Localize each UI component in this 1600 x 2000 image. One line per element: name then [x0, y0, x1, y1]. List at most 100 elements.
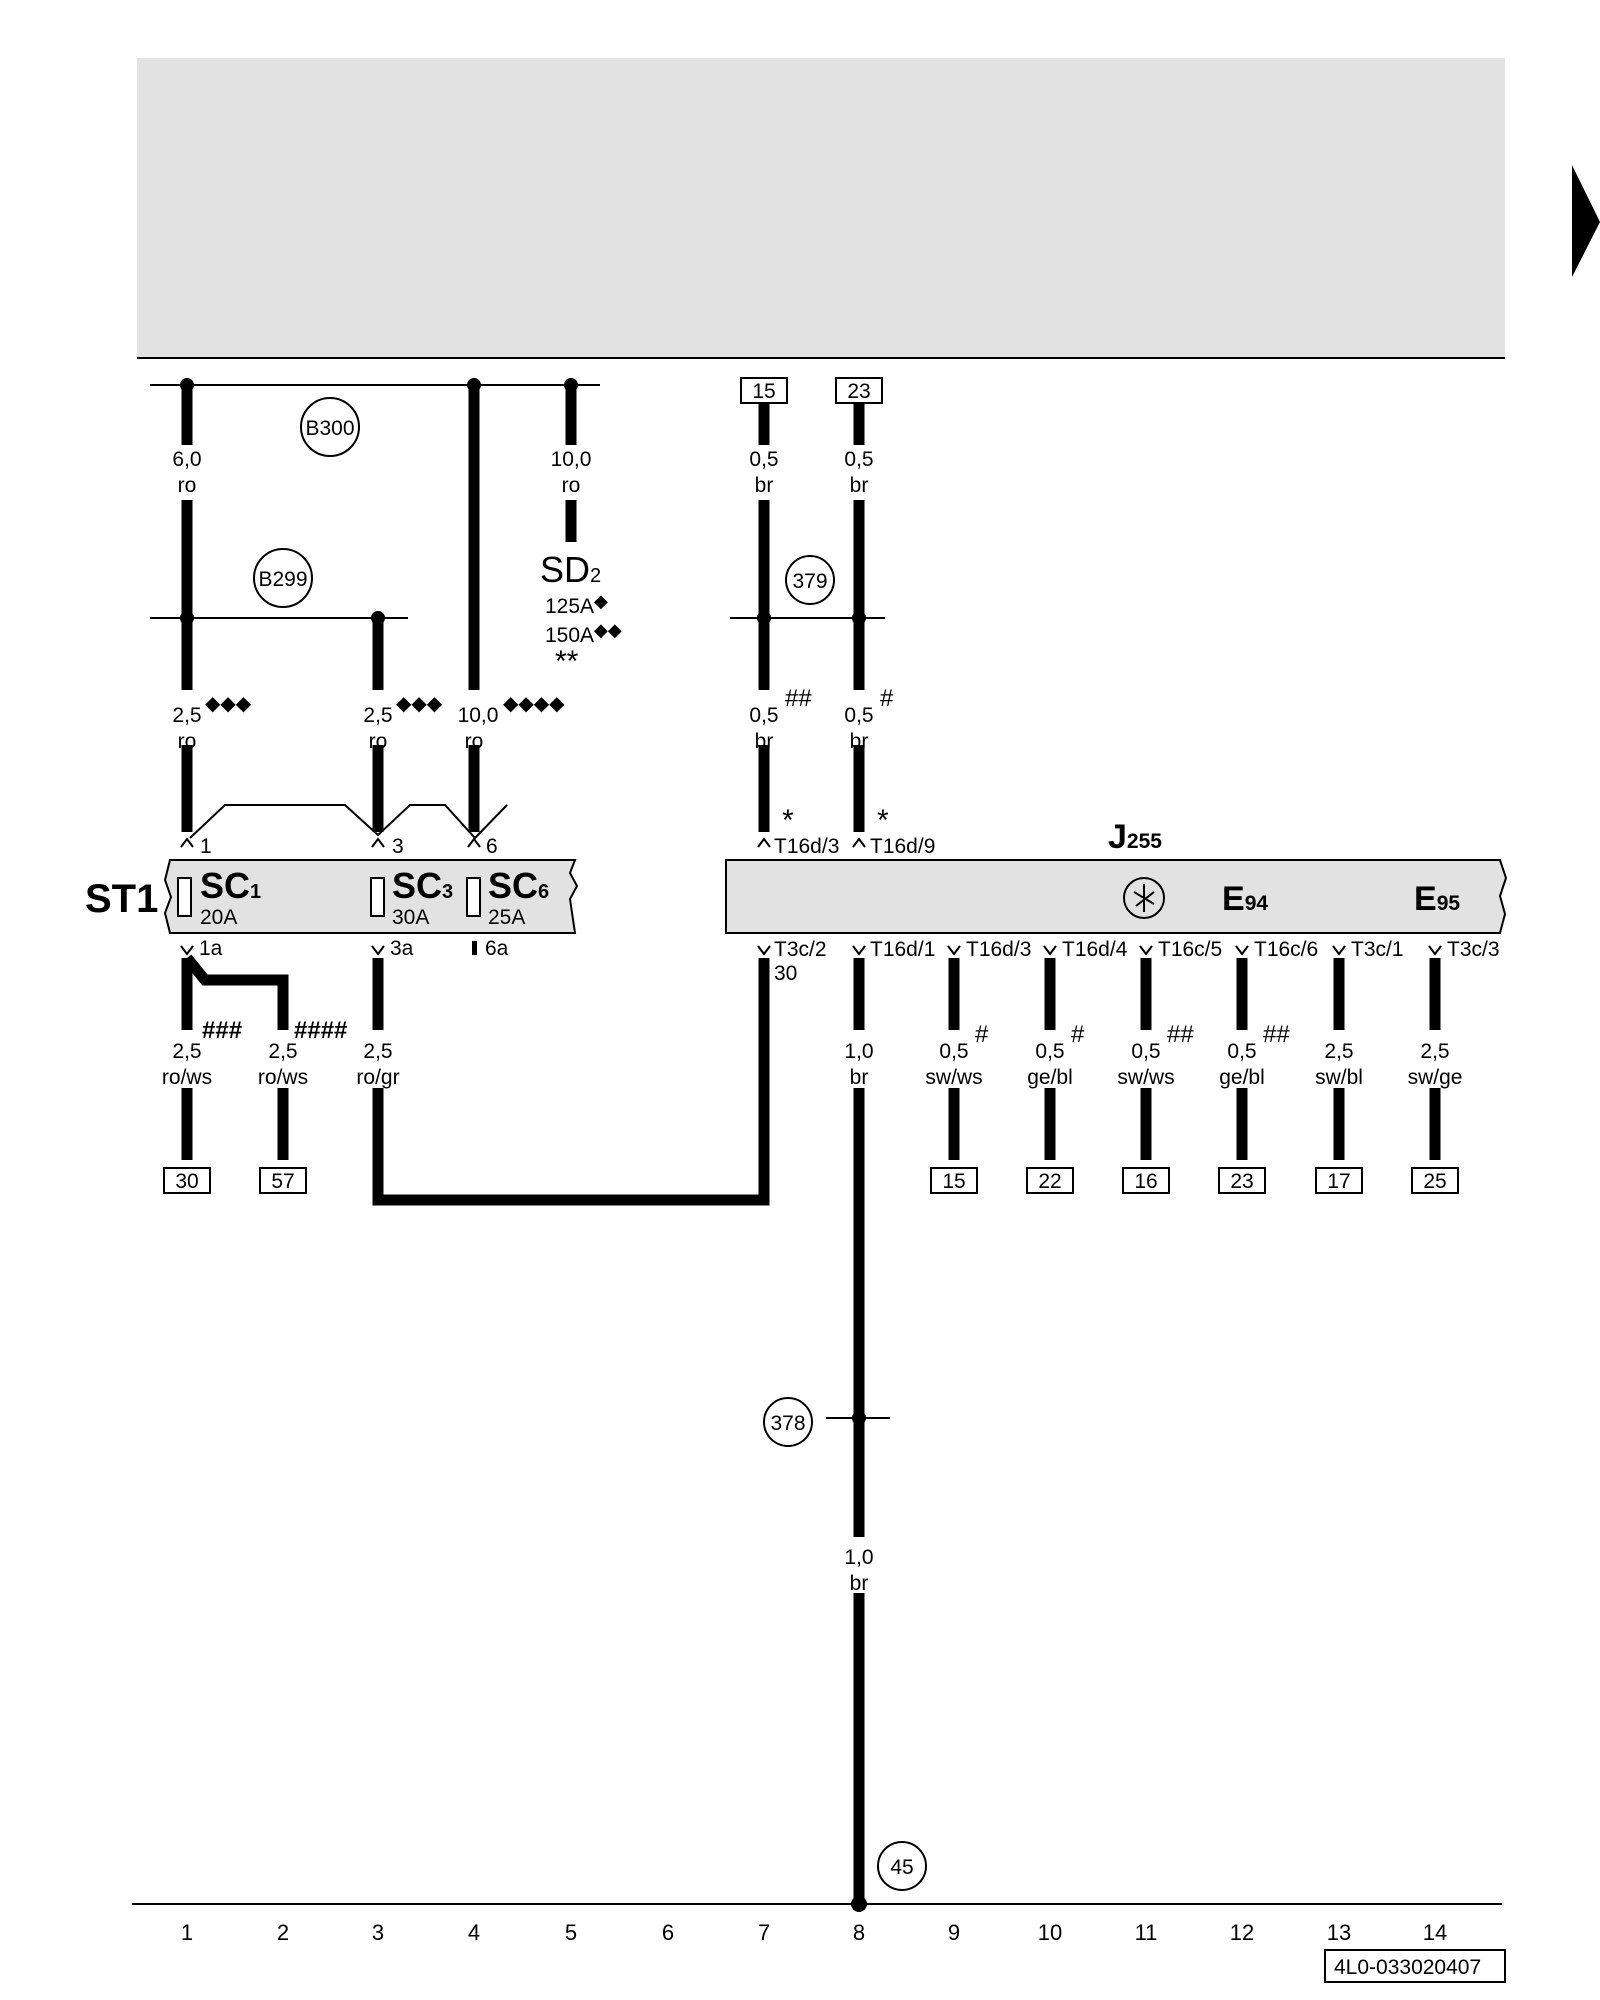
svg-text:15: 15 — [942, 1170, 965, 1193]
column-number: 2 — [277, 1920, 289, 1945]
wires — [181, 385, 1441, 1904]
document-code-box: 4L0-033020407 — [1324, 1949, 1506, 1983]
terminal-ref-box[interactable]: 16 — [1122, 1167, 1170, 1194]
control-unit-pin: T3c/3 — [1447, 938, 1500, 961]
wire-label-color: ge/bl — [1219, 1066, 1265, 1089]
control-unit-pin: T16d/1 — [870, 938, 935, 961]
wire-label-color: sw/ge — [1408, 1066, 1463, 1089]
wire-label-gauge: 0,5 — [749, 704, 778, 727]
svg-text:16: 16 — [1134, 1170, 1157, 1193]
column-number: 3 — [372, 1920, 384, 1945]
wire-label-gauge: 2,5 — [172, 1040, 201, 1063]
svg-text:57: 57 — [271, 1170, 294, 1193]
wire-label-gauge: 0,5 — [1227, 1040, 1256, 1063]
svg-text:SC6: SC6 — [488, 865, 549, 906]
sd2-note: ** — [555, 645, 579, 678]
fuse-pin-in: 3 — [392, 835, 404, 858]
wire-label-gauge: 2,5 — [363, 1040, 392, 1063]
wire-label-color: br — [850, 1066, 869, 1089]
wire-label-mark: # — [975, 1021, 989, 1048]
terminal-ref-box[interactable]: 22 — [1026, 1167, 1074, 1194]
column-number: 13 — [1327, 1920, 1351, 1945]
terminal-ref-box[interactable]: 23 — [1218, 1167, 1266, 1194]
wire-label-gauge: 2,5 — [268, 1040, 297, 1063]
control-unit-pin-extra: 30 — [774, 962, 797, 985]
wire-label-mark: ◆◆◆◆ — [503, 693, 565, 715]
svg-text:15: 15 — [752, 380, 775, 403]
wire-label-mark: # — [880, 685, 894, 712]
svg-text:B299: B299 — [258, 568, 307, 591]
wire-label-color: br — [755, 474, 774, 497]
wire-label-gauge: 0,5 — [1131, 1040, 1160, 1063]
wire-label-gauge: 2,5 — [1324, 1040, 1353, 1063]
terminal-ref-box[interactable]: 15 — [740, 377, 788, 404]
column-number: 8 — [853, 1920, 865, 1945]
wire-label-gauge: 1,0 — [844, 1546, 873, 1569]
e95-label: E95 — [1414, 880, 1460, 918]
terminal-ref-box[interactable]: 23 — [835, 377, 883, 404]
fuse-pin-in: 1 — [200, 835, 212, 858]
terminal-ref-box[interactable]: 57 — [259, 1167, 307, 1194]
pin-note: * — [782, 804, 794, 837]
column-number: 5 — [565, 1920, 577, 1945]
terminal-ref-box[interactable]: 15 — [930, 1167, 978, 1194]
fuse-pin-out: 3a — [390, 937, 414, 960]
wire-label-color: ro — [465, 730, 484, 753]
svg-text:23: 23 — [1230, 1170, 1253, 1193]
wire-label-mark: ◆◆◆ — [396, 693, 443, 715]
e94-label: E94 — [1222, 880, 1268, 918]
control-unit-label: J255 — [1108, 818, 1162, 856]
svg-text:25A: 25A — [488, 906, 525, 929]
fuse-pin-out: 1a — [199, 937, 223, 960]
column-number: 4 — [468, 1920, 480, 1945]
column-number: 10 — [1038, 1920, 1062, 1945]
wire-label-gauge: 1,0 — [844, 1040, 873, 1063]
wire-label-color: sw/ws — [1117, 1066, 1174, 1089]
svg-text:25: 25 — [1423, 1170, 1446, 1193]
svg-text:B300: B300 — [305, 417, 354, 440]
wire-label-gauge: 10,0 — [551, 448, 592, 471]
svg-text:17: 17 — [1327, 1170, 1350, 1193]
sd2-rating-150: 150A◆◆ — [545, 620, 622, 647]
header-shaded-area — [137, 58, 1505, 358]
pin-stub-6a — [472, 941, 477, 955]
sd2-label: SD2 — [540, 549, 601, 590]
connection-point-379: 379 — [785, 555, 835, 605]
wire-label-gauge: 0,5 — [844, 448, 873, 471]
blower-icon — [1123, 877, 1165, 919]
control-unit-pin: T3c/1 — [1351, 938, 1404, 961]
svg-text:SC1: SC1 — [200, 865, 261, 906]
wire-label-gauge: 0,5 — [844, 704, 873, 727]
column-number: 11 — [1135, 1920, 1158, 1945]
terminal-ref-box[interactable]: 17 — [1315, 1167, 1363, 1194]
wire-label-color: sw/bl — [1315, 1066, 1363, 1089]
wire-label-color: ro/ws — [258, 1066, 308, 1089]
wire-label-gauge: 2,5 — [363, 704, 392, 727]
svg-text:22: 22 — [1038, 1170, 1061, 1193]
terminal-ref-box[interactable]: 25 — [1411, 1167, 1459, 1194]
svg-text:30: 30 — [175, 1170, 198, 1193]
control-unit-pin: T16c/5 — [1158, 938, 1222, 961]
terminal-ref-box[interactable]: 30 — [163, 1167, 211, 1194]
fuse-sc1: SC1 20A — [177, 865, 261, 929]
wire-label-mark: ## — [785, 685, 812, 712]
wire-label-gauge: 0,5 — [939, 1040, 968, 1063]
connection-point-45: 45 — [877, 1841, 927, 1891]
fuse-pin-in: 6 — [486, 835, 498, 858]
wire-label-mark: # — [1071, 1021, 1085, 1048]
wire-label-color: sw/ws — [925, 1066, 982, 1089]
column-number: 6 — [662, 1920, 674, 1945]
continuation-arrow-icon[interactable] — [1572, 165, 1600, 277]
column-number: 14 — [1423, 1920, 1447, 1945]
connection-point-b300: B300 — [300, 397, 360, 457]
wire-label-mark: ### — [202, 1017, 242, 1044]
wire-label-color: br — [850, 730, 869, 753]
fuse-pin-out: 6a — [485, 937, 509, 960]
connection-point-b299: B299 — [253, 548, 313, 608]
control-unit-pin: T16c/6 — [1254, 938, 1318, 961]
fuse-sc6: SC6 25A — [466, 865, 549, 929]
wire-label-gauge: 10,0 — [458, 704, 499, 727]
wire-label-color: br — [755, 730, 774, 753]
fuse-block-id: ST1 — [85, 877, 158, 921]
